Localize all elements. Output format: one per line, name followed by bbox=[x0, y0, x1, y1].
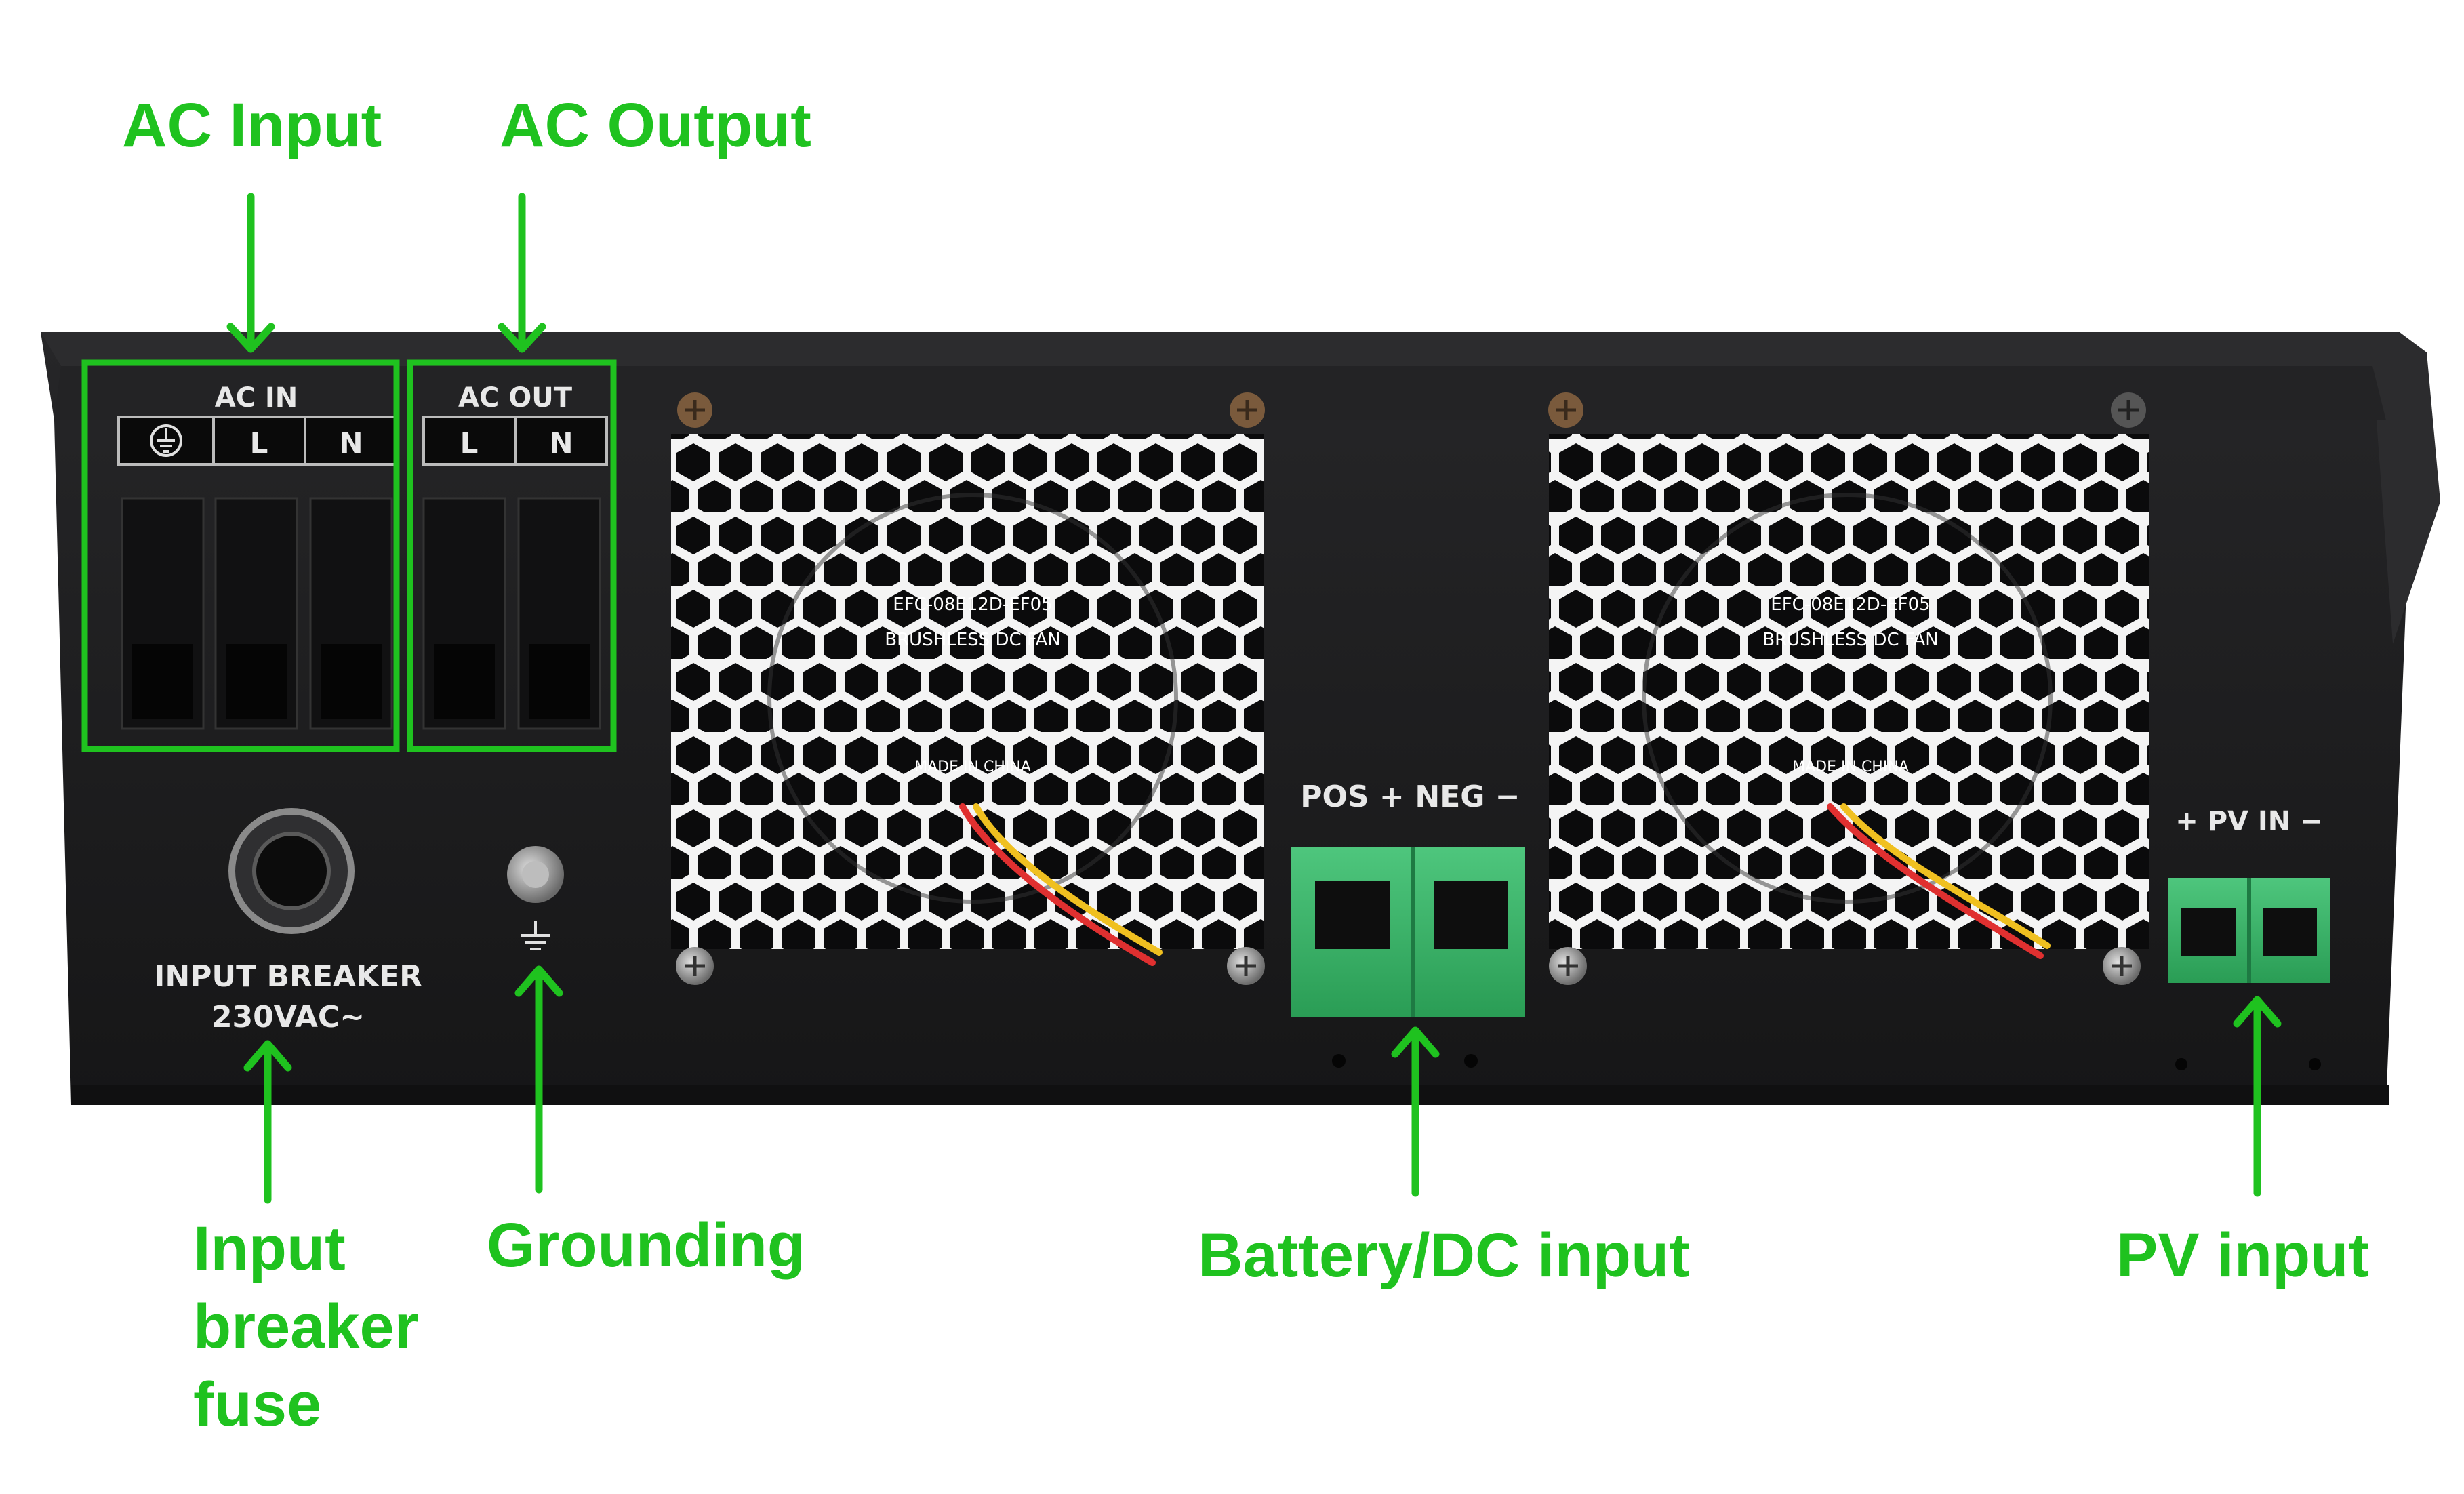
fan-model-text: EFC-08E12D-EF05 bbox=[893, 594, 1052, 615]
ac-out-line-label: L bbox=[460, 426, 479, 460]
fan-label-left: EFC-08E12D-EF05 BRUSHLESS DC FAN MADE IN… bbox=[885, 594, 1060, 775]
fan-type-text: BRUSHLESS DC FAN bbox=[1762, 630, 1938, 650]
ac-input-highlight bbox=[81, 359, 400, 752]
ac-in-label: AC IN bbox=[215, 382, 298, 413]
screw-icon bbox=[1227, 947, 1265, 985]
input-breaker-callout-line: fuse bbox=[193, 1370, 322, 1439]
arrow-down-icon bbox=[498, 193, 546, 353]
input-breaker-callout-line: Input bbox=[193, 1214, 346, 1283]
fan-grille-left bbox=[671, 434, 1264, 949]
ac-output-highlight bbox=[407, 359, 617, 752]
screw-icon bbox=[2103, 947, 2141, 985]
battery-terminal: POS + NEG − bbox=[1291, 780, 1525, 1068]
pv-terminal: + PV IN − bbox=[2168, 806, 2330, 1070]
ground-symbol-icon bbox=[150, 424, 182, 457]
ac-in-neutral-label: N bbox=[339, 426, 363, 460]
grounding-callout: Grounding bbox=[487, 1211, 806, 1280]
ac-out-terminal-block: AC OUT L N bbox=[422, 382, 608, 730]
fan-model-text: EFC-08E12D-EF05 bbox=[1771, 594, 1930, 615]
pv-callout: PV input bbox=[2116, 1221, 2370, 1290]
ground-symbol-icon bbox=[521, 921, 550, 950]
fan-label-right: EFC-08E12D-EF05 BRUSHLESS DC FAN MADE IN… bbox=[1762, 594, 1938, 775]
input-breaker-label: INPUT BREAKER bbox=[154, 959, 422, 994]
neg-label: NEG − bbox=[1415, 780, 1520, 814]
screw-icon bbox=[677, 392, 712, 428]
input-breaker-callout-line: breaker bbox=[193, 1292, 419, 1361]
fan-grille-right bbox=[1549, 434, 2149, 949]
screw-icon bbox=[1548, 392, 1583, 428]
screw-icon bbox=[1549, 947, 1587, 985]
ac-in-terminal-block: AC IN L N bbox=[117, 382, 398, 730]
battery-callout: Battery/DC input bbox=[1198, 1221, 1690, 1290]
voltage-label: 230VAC~ bbox=[211, 1000, 365, 1034]
screws bbox=[676, 392, 2146, 985]
screw-icon bbox=[2111, 392, 2146, 428]
pos-label: POS + bbox=[1300, 780, 1405, 814]
arrow-up-icon bbox=[1391, 1026, 1440, 1197]
fan-made-text: MADE IN CHINA bbox=[914, 759, 1031, 775]
fan-made-text: MADE IN CHINA bbox=[1792, 759, 1909, 775]
arrow-up-icon bbox=[2233, 996, 2282, 1197]
ac-output-callout: AC Output bbox=[500, 91, 811, 160]
ac-out-label: AC OUT bbox=[458, 382, 573, 413]
input-breaker: INPUT BREAKER 230VAC~ bbox=[154, 808, 422, 1034]
fan-type-text: BRUSHLESS DC FAN bbox=[885, 630, 1060, 650]
grounding-screw bbox=[507, 846, 564, 950]
arrow-up-icon bbox=[243, 1040, 292, 1204]
ac-in-line-label: L bbox=[250, 426, 268, 460]
ac-input-callout: AC Input bbox=[122, 91, 382, 160]
ac-out-neutral-label: N bbox=[549, 426, 573, 460]
screw-icon bbox=[676, 947, 714, 985]
pv-in-label: + PV IN − bbox=[2175, 806, 2322, 837]
arrow-down-icon bbox=[226, 193, 275, 353]
input-breaker-callout: Input breaker fuse bbox=[193, 1210, 418, 1444]
screw-icon bbox=[1230, 392, 1265, 428]
callout-arrows bbox=[226, 193, 2282, 1204]
fan-wires bbox=[959, 803, 2051, 966]
arrow-up-icon bbox=[514, 965, 563, 1194]
